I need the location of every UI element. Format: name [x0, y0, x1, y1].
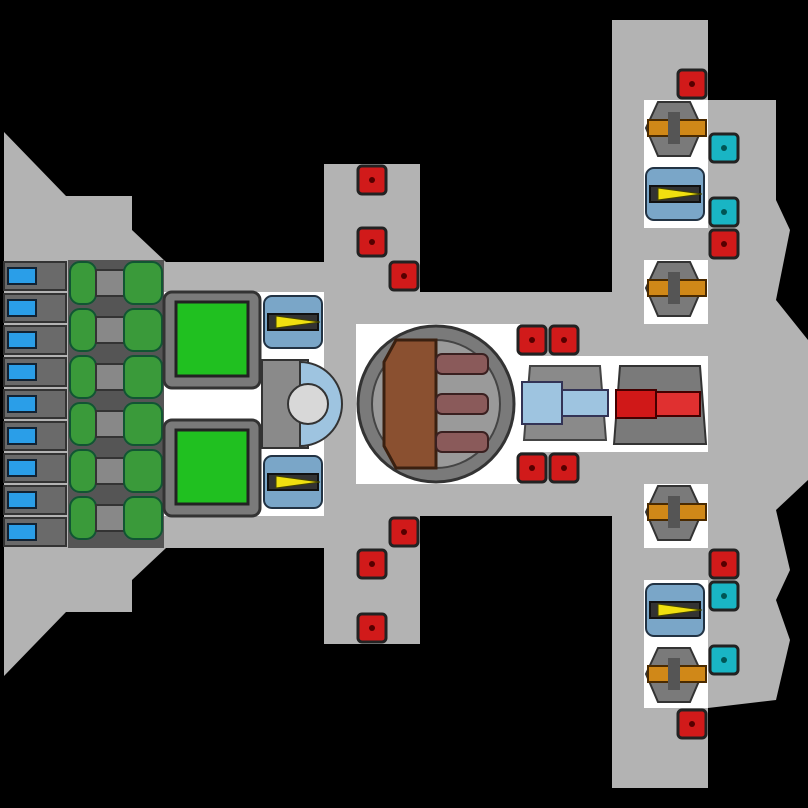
blue-thruster-icon — [3, 453, 67, 483]
red-armor-block-icon — [676, 708, 708, 740]
armor-blocks — [356, 68, 740, 740]
thruster-column — [3, 261, 67, 547]
blue-thruster-icon — [3, 389, 67, 419]
reactor-core-icon — [356, 324, 516, 484]
red-armor-block-icon — [708, 228, 740, 260]
cannon-turret-icon — [644, 261, 707, 317]
laser-turret-icon — [263, 295, 323, 349]
cryo-engine-icon — [521, 365, 609, 441]
green-fuel-tank-icon — [69, 449, 163, 493]
red-armor-block-icon — [356, 226, 388, 258]
green-fuel-tank-icon — [69, 355, 163, 399]
cockpit-dome-icon — [261, 359, 343, 449]
green-fuel-tank-icon — [69, 261, 163, 305]
cyan-armor-block-icon — [708, 132, 740, 164]
red-armor-block-icon — [356, 164, 388, 196]
cyan-armor-block-icon — [708, 644, 740, 676]
shield-generator-bottom — [162, 418, 262, 518]
blue-thruster-icon — [3, 517, 67, 547]
cannon-turret-icon — [644, 101, 707, 157]
red-armor-block-icon — [388, 260, 420, 292]
red-armor-block-icon — [548, 324, 580, 356]
red-engine-icon — [612, 365, 708, 445]
laser-turret-icon — [645, 583, 705, 637]
laser-turret-icon — [263, 455, 323, 509]
red-armor-block-icon — [388, 516, 420, 548]
cannon-turrets — [644, 101, 707, 703]
red-armor-block-icon — [356, 612, 388, 644]
blue-thruster-icon — [3, 357, 67, 387]
laser-turrets — [263, 167, 705, 637]
blue-thruster-icon — [3, 485, 67, 515]
blue-thruster-icon — [3, 293, 67, 323]
red-armor-block-icon — [548, 452, 580, 484]
green-fuel-tank-icon — [69, 496, 163, 540]
cyan-armor-block-icon — [708, 580, 740, 612]
fuel-tank-bank — [68, 260, 164, 548]
shield-generator-top — [162, 290, 262, 390]
red-armor-block-icon — [676, 68, 708, 100]
blue-thruster-icon — [3, 261, 67, 291]
red-armor-block-icon — [516, 452, 548, 484]
cyan-armor-block-icon — [708, 196, 740, 228]
blue-thruster-icon — [3, 421, 67, 451]
red-armor-block-icon — [708, 548, 740, 580]
blue-thruster-icon — [3, 325, 67, 355]
cannon-turret-icon — [644, 485, 707, 541]
green-fuel-tank-icon — [69, 308, 163, 352]
red-armor-block-icon — [516, 324, 548, 356]
cannon-turret-icon — [644, 647, 707, 703]
red-armor-block-icon — [356, 548, 388, 580]
green-fuel-tank-icon — [69, 402, 163, 446]
laser-turret-icon — [645, 167, 705, 221]
